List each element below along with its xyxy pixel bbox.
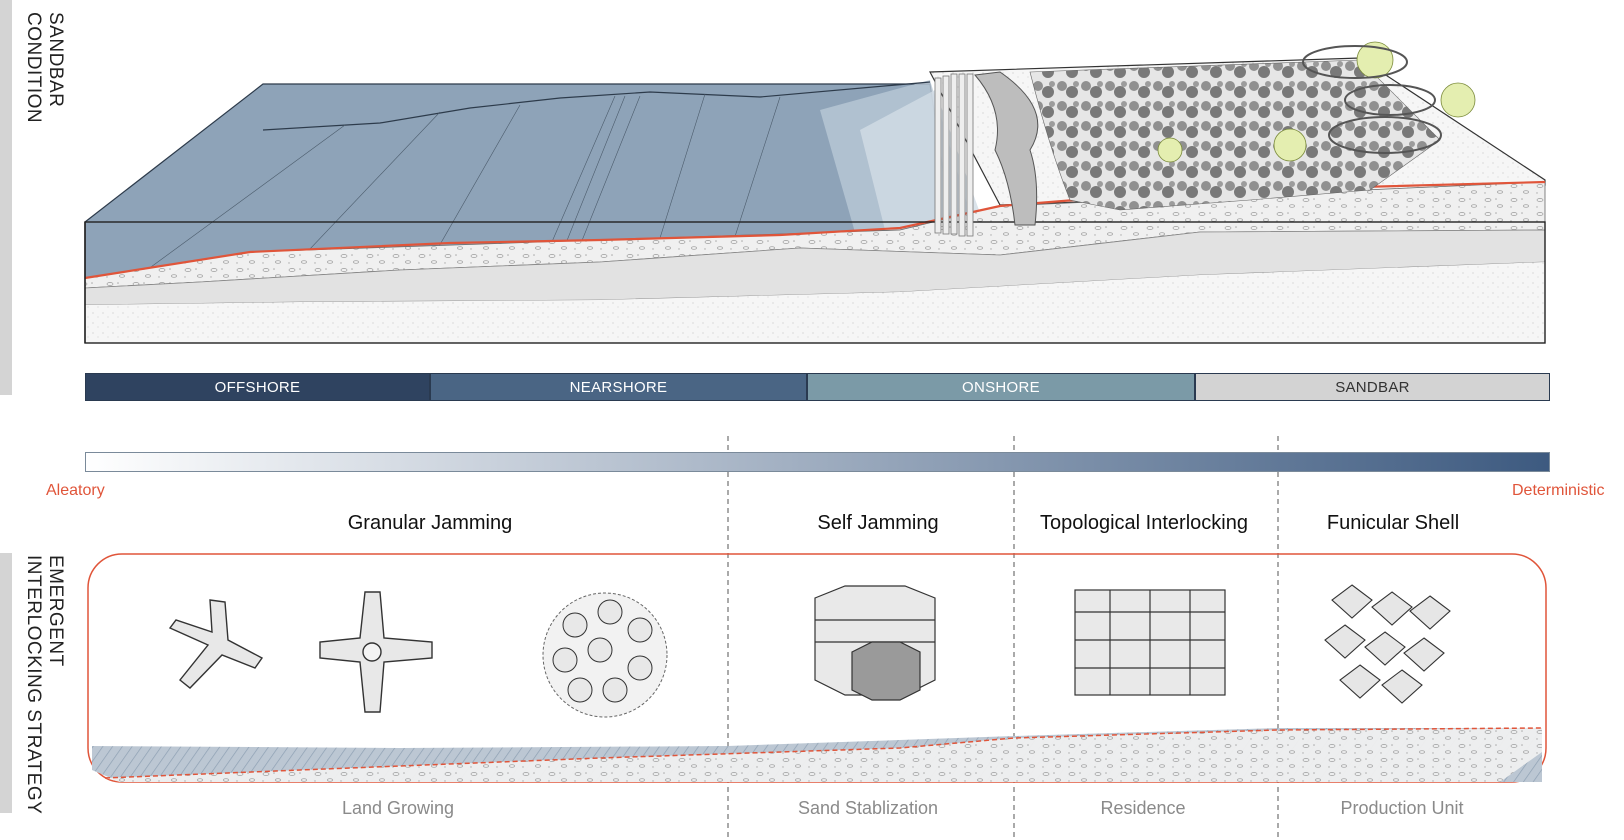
usage-land-growing: Land Growing	[341, 798, 455, 818]
usage-residence: Residence	[1100, 798, 1186, 818]
usage-sand-stabilization: Sand Stablization	[797, 798, 939, 818]
aleatory-deterministic-gradient	[85, 452, 1550, 472]
strategy-topological-interlocking: Topological Interlocking	[1040, 512, 1248, 534]
deterministic-label: Deterministic	[1512, 482, 1605, 499]
zone-offshore: OFFSHORE	[85, 373, 430, 401]
zone-nearshore: NEARSHORE	[430, 373, 807, 401]
usage-production-unit: Production Unit	[1340, 798, 1464, 818]
zone-onshore: ONSHORE	[807, 373, 1195, 401]
zone-bar: OFFSHORE NEARSHORE ONSHORE SANDBAR	[85, 373, 1550, 401]
interlocking-strategy-label: EMERGENT INTERLOCKING STRATEGY	[23, 555, 66, 815]
strategy-self-jamming: Self Jamming	[817, 512, 939, 534]
sandbar-condition-label: SANDBAR CONDITION	[23, 12, 66, 124]
zone-sandbar: SANDBAR	[1195, 373, 1550, 401]
sandbar-condition-bar	[0, 0, 12, 395]
aleatory-label: Aleatory	[46, 482, 105, 499]
interlocking-strategy-bar	[0, 553, 12, 813]
strategy-funicular-shell: Funicular Shell	[1326, 512, 1460, 534]
strategy-granular-jamming: Granular Jamming	[347, 512, 513, 534]
